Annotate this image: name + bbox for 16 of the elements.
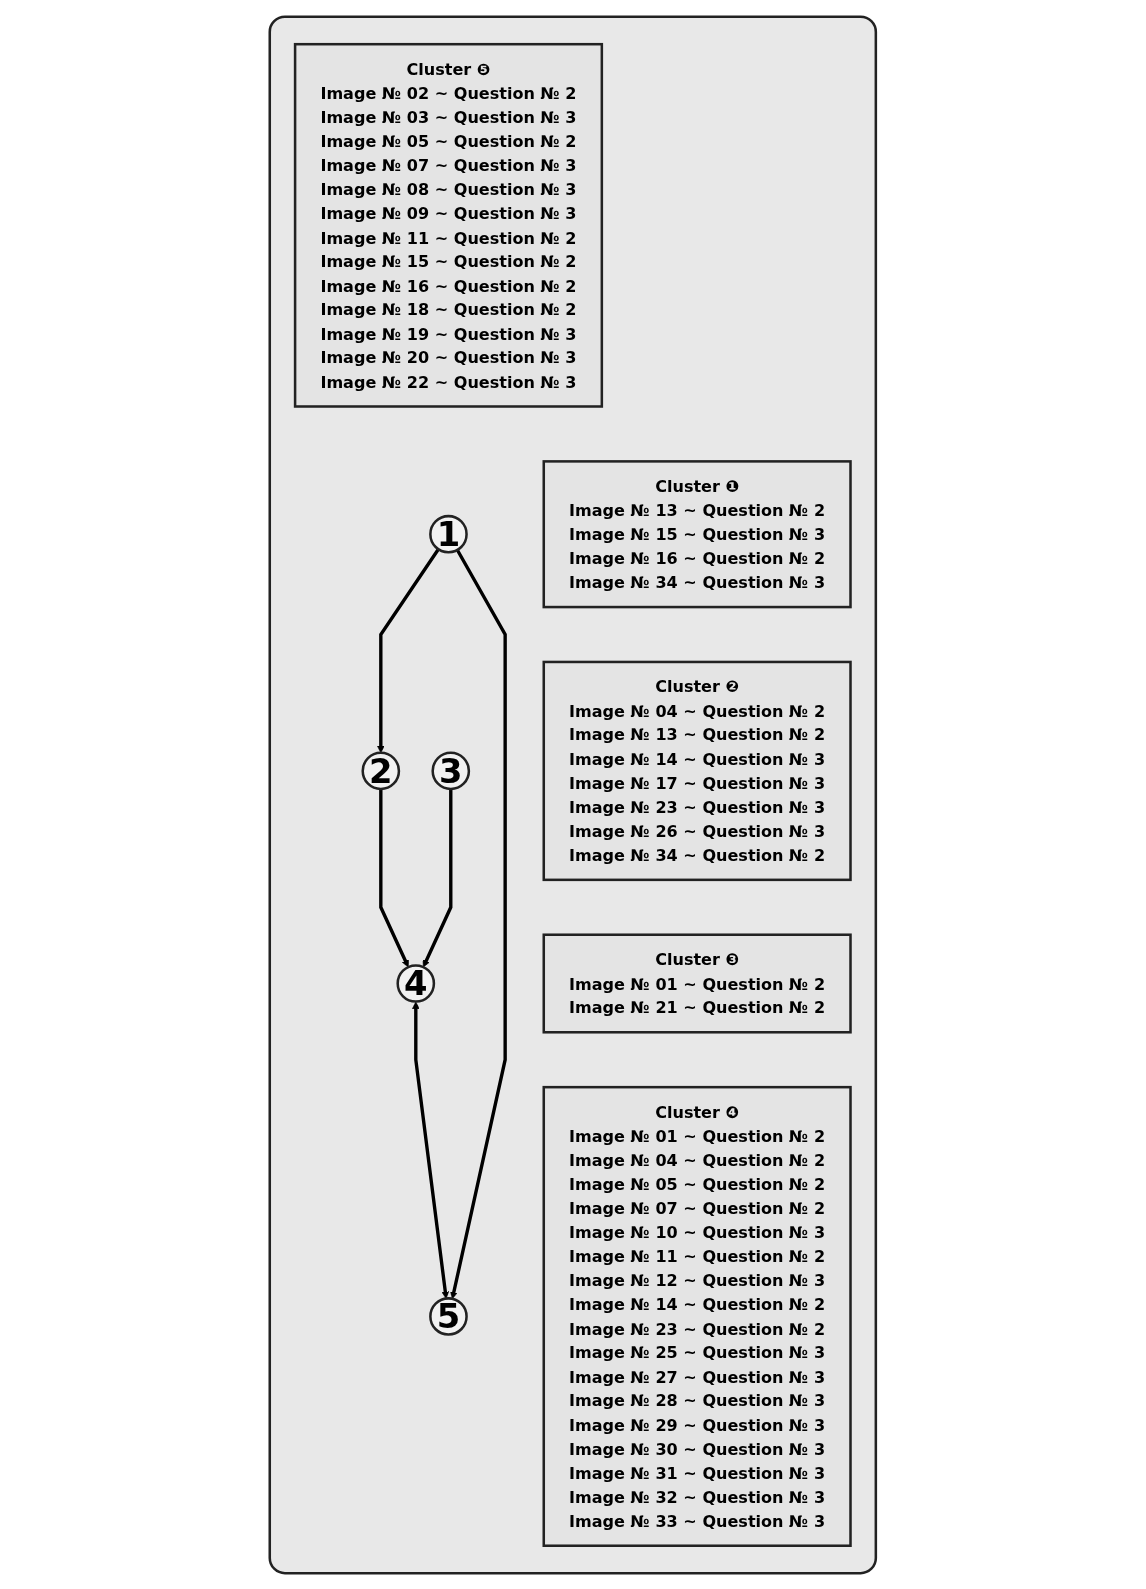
cluster: [268, 15, 878, 1574]
node-box: Cluster ❺ Image № 02 ~ Question № 2 Image № 03 ~ Question № 3 Image № 05 ~ Question № 2 Image № 07 ~ Question № 3 Image № 08 ~ Question № 3 Image № 09 ~ Question № 3 Image № 11 ~ Question № 2 Image № 15 ~ Question № 2 Image № 16 ~ Question № 2 Image № 18 ~ Question № 2 Image № 19 ~ Question № 3 Image № 20 ~ Question № 3 Image № 22 ~ Question № 3: [294, 42, 604, 408]
node-box: Cluster ❸ Image № 01 ~ Question № 2 Image № 21 ~ Question № 2: [542, 933, 852, 1034]
node-circle: 5: [429, 1296, 469, 1336]
node-circle: 4: [396, 963, 436, 1003]
node-box: Cluster ❹ Image № 01 ~ Question № 2 Image № 04 ~ Question № 2 Image № 05 ~ Question № 2 Image № 07 ~ Question № 2 Image № 10 ~ Question № 3 Image № 11 ~ Question № 2 Image № 12 ~ Question № 3 Image № 14 ~ Question № 2 Image № 23 ~ Question № 2 Image № 25 ~ Question № 3 Image № 27 ~ Question № 3 Image № 28 ~ Question № 3 Image № 29 ~ Question № 3 Image № 30 ~ Question № 3 Image № 31 ~ Question № 3 Image № 32 ~ Question № 3 Image № 33 ~ Question № 3: [542, 1085, 852, 1547]
node-circle: 3: [431, 751, 471, 790]
node-box: Cluster ❷ Image № 04 ~ Question № 2 Image № 13 ~ Question № 2 Image № 14 ~ Question № 3 Image № 17 ~ Question № 3 Image № 23 ~ Question № 3 Image № 26 ~ Question № 3 Image № 34 ~ Question № 2: [542, 660, 852, 881]
node-circle: 2: [361, 751, 401, 790]
arrow: [412, 1001, 450, 1299]
arrow: [377, 547, 440, 753]
node-box: Cluster ❶ Image № 13 ~ Question № 2 Image № 15 ~ Question № 3 Image № 16 ~ Question № 2 Image № 34 ~ Question № 3: [542, 459, 852, 608]
arrow: [379, 788, 410, 967]
arrow: [450, 548, 508, 1299]
arrow: [422, 788, 453, 967]
node-circle: 1: [429, 514, 469, 554]
